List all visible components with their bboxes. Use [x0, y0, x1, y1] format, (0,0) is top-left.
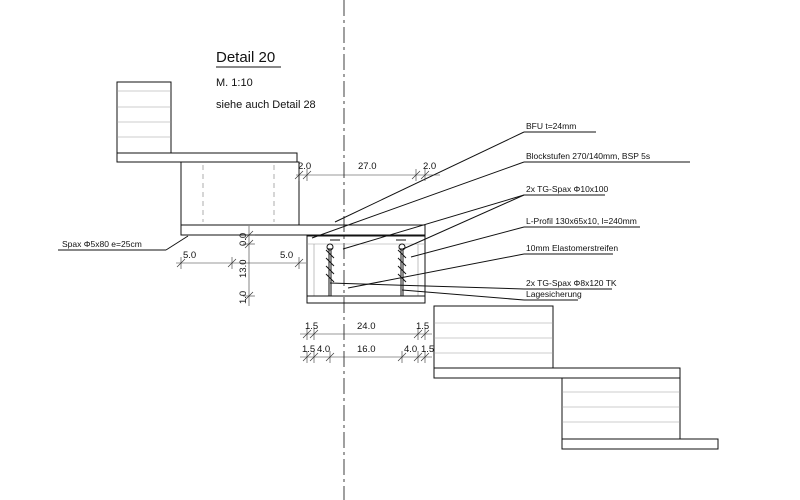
upper-step-block: [180, 161, 426, 236]
label-spax-left: Spax Φ5x80 e=25cm: [62, 239, 142, 249]
label-blockstufen: Blockstufen 270/140mm, BSP 5s: [526, 151, 650, 161]
dim-b2-40b: 4.0: [404, 344, 417, 355]
label-tg-spax-8: 2x TG-Spax Φ8x120 TK: [526, 278, 617, 288]
label-l-profil: L-Profil 130x65x10, l=240mm: [526, 216, 637, 226]
dim-b2-15a: 1.5: [302, 344, 315, 355]
l-profile-support: [306, 235, 426, 304]
dim-chain-bottom-2: [300, 351, 432, 363]
scale-label: M. 1:10: [216, 77, 253, 89]
dim-b2-15b: 1.5: [421, 344, 434, 355]
label-lagesicherung: Lagesicherung: [526, 289, 582, 299]
dim-b1-15b: 1.5: [416, 321, 429, 332]
dim-b2-40a: 4.0: [317, 344, 330, 355]
dim-vert-00: 0.0: [238, 233, 249, 246]
dim-chain-left: [176, 257, 306, 269]
upper-step-top: [116, 81, 298, 163]
dim-chain-vertical: [243, 226, 255, 306]
dim-top-right: 2.0: [423, 161, 436, 172]
lower-step-block-2: [561, 377, 719, 450]
label-bfu: BFU t=24mm: [526, 121, 576, 131]
dim-left-5b: 5.0: [280, 250, 293, 261]
screw-left-icon: [325, 243, 335, 296]
detail-title: Detail 20: [216, 49, 275, 66]
dim-b2-160: 16.0: [357, 344, 376, 355]
screw-right-icon: [397, 243, 407, 296]
leader-lines: [58, 131, 690, 301]
dim-chain-bottom-1: [300, 328, 432, 340]
label-elastomer: 10mm Elastomerstreifen: [526, 243, 618, 253]
label-tg-spax-10: 2x TG-Spax Φ10x100: [526, 184, 608, 194]
dim-b1-15a: 1.5: [305, 321, 318, 332]
dim-top-mid: 27.0: [358, 161, 377, 172]
dim-top-left: 2.0: [298, 161, 311, 172]
dim-vert-10: 1.0: [238, 291, 249, 304]
dim-chain-top: [294, 169, 440, 181]
dim-vert-130: 13.0: [238, 260, 249, 279]
see-also-label: siehe auch Detail 28: [216, 99, 316, 111]
dim-left-5a: 5.0: [183, 250, 196, 261]
dim-b1-240: 24.0: [357, 321, 376, 332]
lower-step-block-1: [433, 305, 681, 379]
